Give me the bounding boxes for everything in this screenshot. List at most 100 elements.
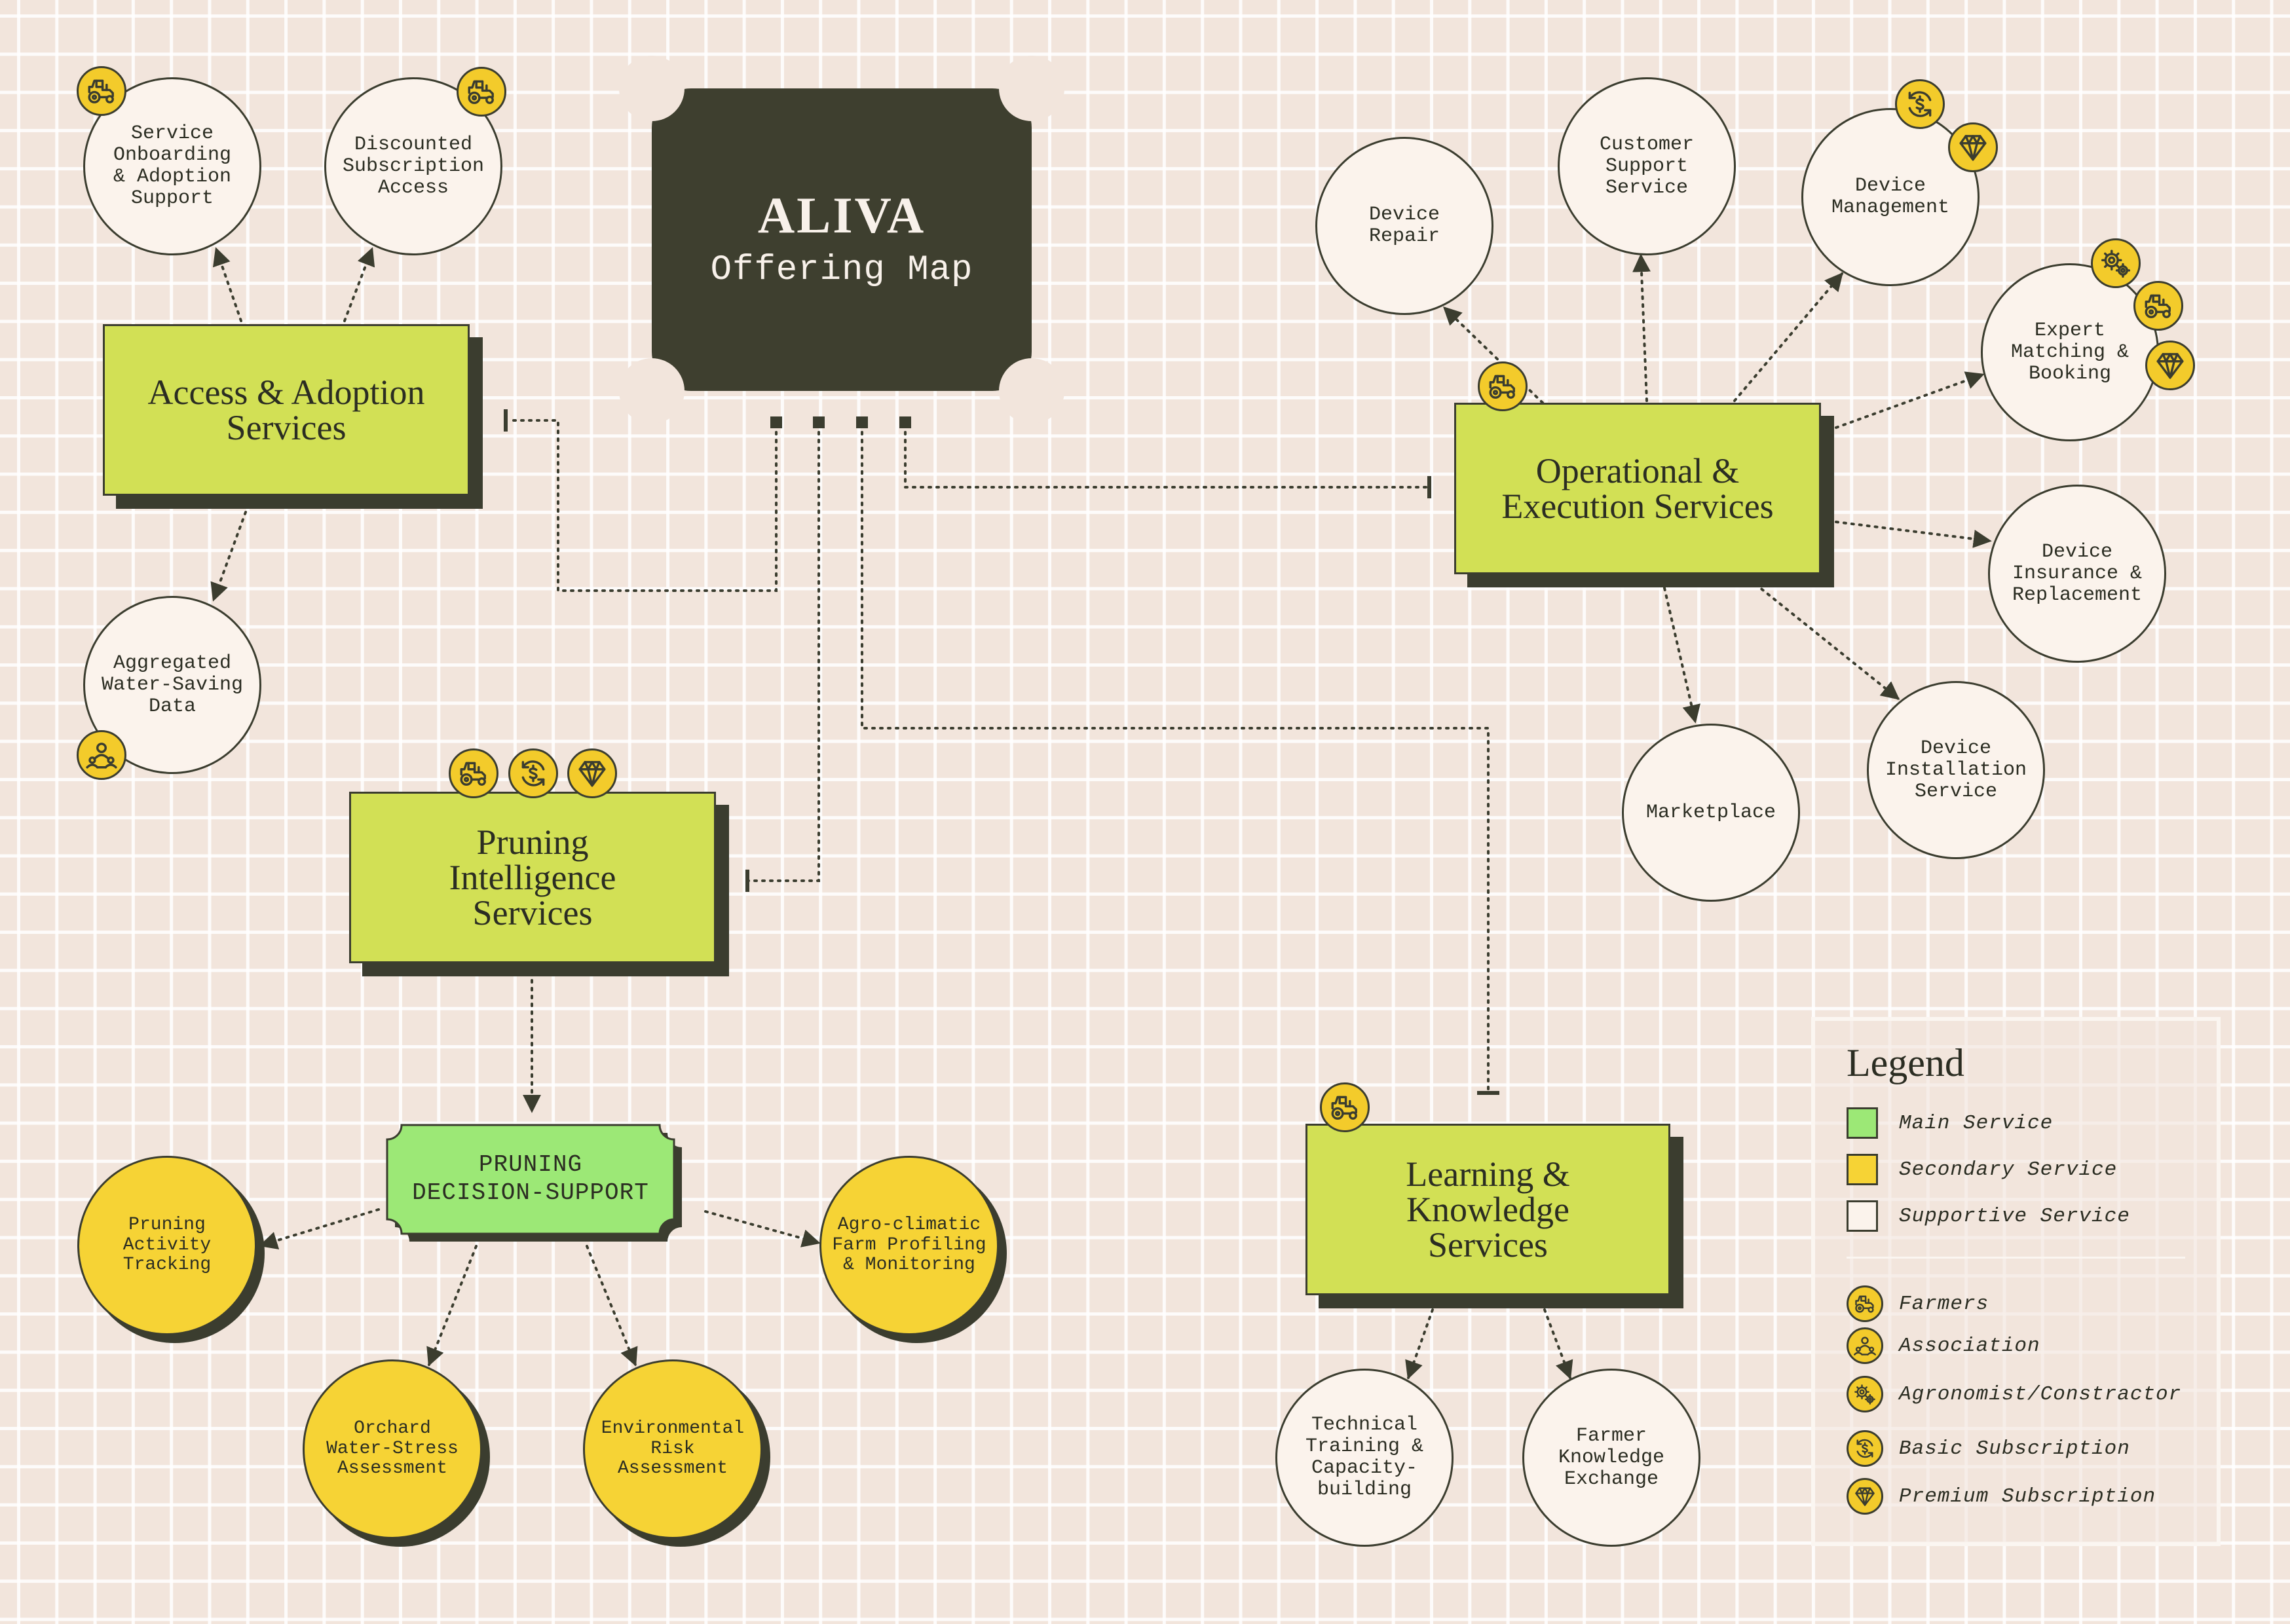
secondary-hub-label: PRUNING DECISION-SUPPORT <box>412 1151 649 1206</box>
support-expert-matching[interactable]: Expert Matching & Booking <box>1981 263 2159 441</box>
legend-label-farmers: Farmers <box>1899 1292 1989 1316</box>
association-icon <box>1847 1327 1883 1364</box>
support-technical-training[interactable]: Technical Training & Capacity- building <box>1275 1369 1454 1547</box>
arrow-onboarding <box>212 247 242 322</box>
legend-divider <box>1847 1257 2185 1259</box>
secondary-agro-climatic-label: Agro-climatic Farm Profiling & Monitorin… <box>832 1214 986 1276</box>
support-onboarding-label: Service Onboarding & Adoption Support <box>113 122 232 210</box>
support-device-installation-label: Device Installation Service <box>1885 737 2027 803</box>
connector-title-access <box>506 419 778 592</box>
legend-label-premium: Premium Subscription <box>1899 1485 2156 1508</box>
diamond-icon <box>1847 1478 1883 1515</box>
legend-item-main: Main Service <box>1847 1107 2053 1139</box>
dollar-cycle-icon <box>508 748 558 798</box>
legend-item-supportive: Supportive Service <box>1847 1200 2130 1232</box>
main-service-pruning-label: Pruning Intelligence Services <box>449 822 616 932</box>
support-device-repair[interactable]: Device Repair <box>1315 137 1493 315</box>
main-service-pruning[interactable]: Pruning Intelligence Services <box>349 792 716 963</box>
arrow-aggregated <box>210 511 247 602</box>
secondary-environmental-risk-label: Environmental Risk Assessment <box>601 1418 745 1479</box>
arrow-marketplace <box>1663 587 1700 724</box>
support-device-installation[interactable]: Device Installation Service <box>1867 681 2045 859</box>
legend-label-agronomist: Agronomist/Constractor <box>1899 1382 2182 1406</box>
legend-item-secondary: Secondary Service <box>1847 1154 2117 1185</box>
title-corner-cut <box>999 358 1064 424</box>
legend-swatch-secondary <box>1847 1154 1878 1185</box>
port-3 <box>856 416 868 428</box>
arrow-environmental-risk <box>586 1245 638 1367</box>
connector-title-learning <box>861 423 1490 1092</box>
legend-label-association: Association <box>1899 1334 2040 1357</box>
support-device-repair-label: Device Repair <box>1368 204 1440 248</box>
connector-title-operational <box>904 423 1429 489</box>
arrow-farmer-knowledge <box>1543 1308 1573 1380</box>
legend-label-basic: Basic Subscription <box>1899 1437 2130 1460</box>
main-service-access[interactable]: Access & Adoption Services <box>103 324 470 496</box>
main-service-learning[interactable]: Learning & Knowledge Services <box>1305 1124 1670 1295</box>
legend-label-secondary: Secondary Service <box>1899 1158 2118 1181</box>
port-1 <box>770 416 782 428</box>
tractor-icon <box>1320 1082 1370 1132</box>
arrow-expert-matching <box>1835 371 1985 429</box>
arrow-technical-training <box>1405 1308 1434 1380</box>
legend-label-supportive: Supportive Service <box>1899 1204 2130 1228</box>
secondary-orchard-water-label: Orchard Water-Stress Assessment <box>326 1418 459 1479</box>
secondary-orchard-water[interactable]: Orchard Water-Stress Assessment <box>303 1359 482 1539</box>
main-service-learning-label: Learning & Knowledge Services <box>1406 1154 1570 1264</box>
title-main: ALIVA <box>757 186 926 244</box>
legend-title: Legend <box>1847 1041 1964 1084</box>
support-aggregated[interactable]: Aggregated Water-Saving Data <box>83 596 261 774</box>
secondary-pruning-activity-label: Pruning Activity Tracking <box>122 1214 212 1276</box>
title-sub: Offering Map <box>710 249 973 290</box>
arrow-device-management <box>1733 272 1843 402</box>
secondary-agro-climatic[interactable]: Agro-climatic Farm Profiling & Monitorin… <box>819 1156 999 1335</box>
secondary-environmental-risk[interactable]: Environmental Risk Assessment <box>583 1359 762 1539</box>
connector-title-pruning <box>747 423 820 882</box>
arrow-customer-support <box>1632 253 1651 402</box>
diamond-icon <box>567 748 617 798</box>
association-icon <box>77 730 126 780</box>
title-card: ALIVA Offering Map <box>619 56 1064 424</box>
support-discounted-label: Discounted Subscription Access <box>342 133 485 199</box>
tractor-icon <box>77 66 126 116</box>
support-marketplace[interactable]: Marketplace <box>1622 724 1800 902</box>
support-farmer-knowledge[interactable]: Farmer Knowledge Exchange <box>1522 1369 1700 1547</box>
support-farmer-knowledge-label: Farmer Knowledge Exchange <box>1558 1424 1665 1490</box>
main-service-operational-label: Operational & Execution Services <box>1501 451 1774 526</box>
legend-item-association: Association <box>1847 1327 2040 1364</box>
arrow-device-insurance <box>1835 521 1992 548</box>
arrow-orchard-water <box>426 1245 478 1367</box>
support-customer-support[interactable]: Customer Support Service <box>1558 77 1736 255</box>
tractor-icon <box>2133 281 2183 331</box>
support-expert-matching-label: Expert Matching & Booking <box>2010 319 2130 385</box>
support-device-management-label: Device Management <box>1831 175 1950 219</box>
port-2 <box>813 416 825 428</box>
secondary-hub-pruning-decision-support[interactable]: PRUNING DECISION-SUPPORT <box>377 1113 685 1244</box>
gears-icon <box>1847 1376 1883 1412</box>
support-device-insurance[interactable]: Device Insurance & Replacement <box>1988 485 2166 663</box>
secondary-pruning-activity[interactable]: Pruning Activity Tracking <box>77 1156 257 1335</box>
legend-swatch-supportive <box>1847 1200 1878 1232</box>
arrow-discounted <box>343 247 375 322</box>
dollar-cycle-icon <box>1847 1430 1883 1467</box>
title-corner-cut <box>999 56 1064 121</box>
legend-label-main: Main Service <box>1899 1111 2054 1135</box>
legend-item-basic: Basic Subscription <box>1847 1430 2130 1467</box>
arrow-pruning-activity <box>259 1208 380 1250</box>
hub-shape <box>386 1124 682 1242</box>
legend-swatch-main <box>1847 1107 1878 1139</box>
support-customer-support-label: Customer Support Service <box>1599 133 1695 199</box>
legend-item-premium: Premium Subscription <box>1847 1478 2156 1515</box>
arrow-agro-climatic <box>704 1210 821 1247</box>
legend-item-agronomist: Agronomist/Constractor <box>1847 1376 2181 1412</box>
diamond-icon <box>1948 122 1998 172</box>
legend-item-farmers: Farmers <box>1847 1285 1989 1322</box>
main-service-operational[interactable]: Operational & Execution Services <box>1454 403 1821 574</box>
tractor-icon <box>1847 1285 1883 1322</box>
support-aggregated-label: Aggregated Water-Saving Data <box>101 652 244 718</box>
main-service-access-label: Access & Adoption Services <box>147 373 425 447</box>
support-onboarding[interactable]: Service Onboarding & Adoption Support <box>83 77 261 255</box>
tractor-icon <box>457 67 506 117</box>
arrow-device-installation <box>1754 583 1900 700</box>
title-corner-cut <box>619 358 685 424</box>
